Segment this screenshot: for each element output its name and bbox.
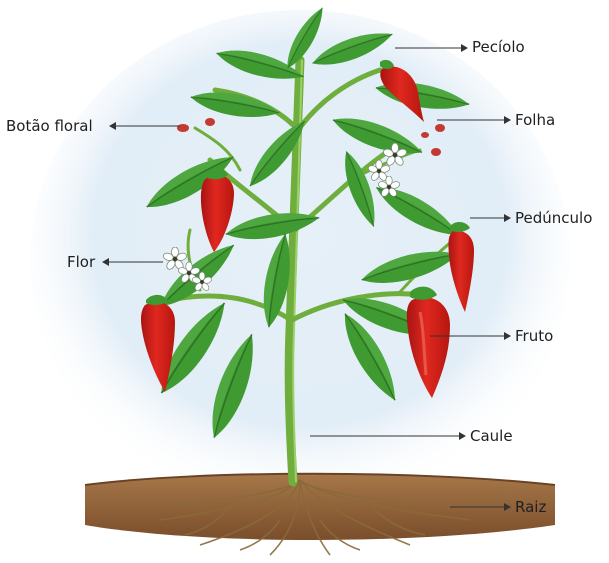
label-botao-floral: Botão floral	[6, 117, 93, 135]
label-flor: Flor	[67, 253, 95, 271]
label-fruto: Fruto	[515, 327, 553, 345]
label-pedunculo: Pedúnculo	[515, 209, 592, 227]
label-peciolo: Pecíolo	[472, 38, 525, 56]
label-raiz: Raiz	[515, 498, 546, 516]
label-folha: Folha	[515, 111, 555, 129]
label-caule: Caule	[470, 427, 513, 445]
